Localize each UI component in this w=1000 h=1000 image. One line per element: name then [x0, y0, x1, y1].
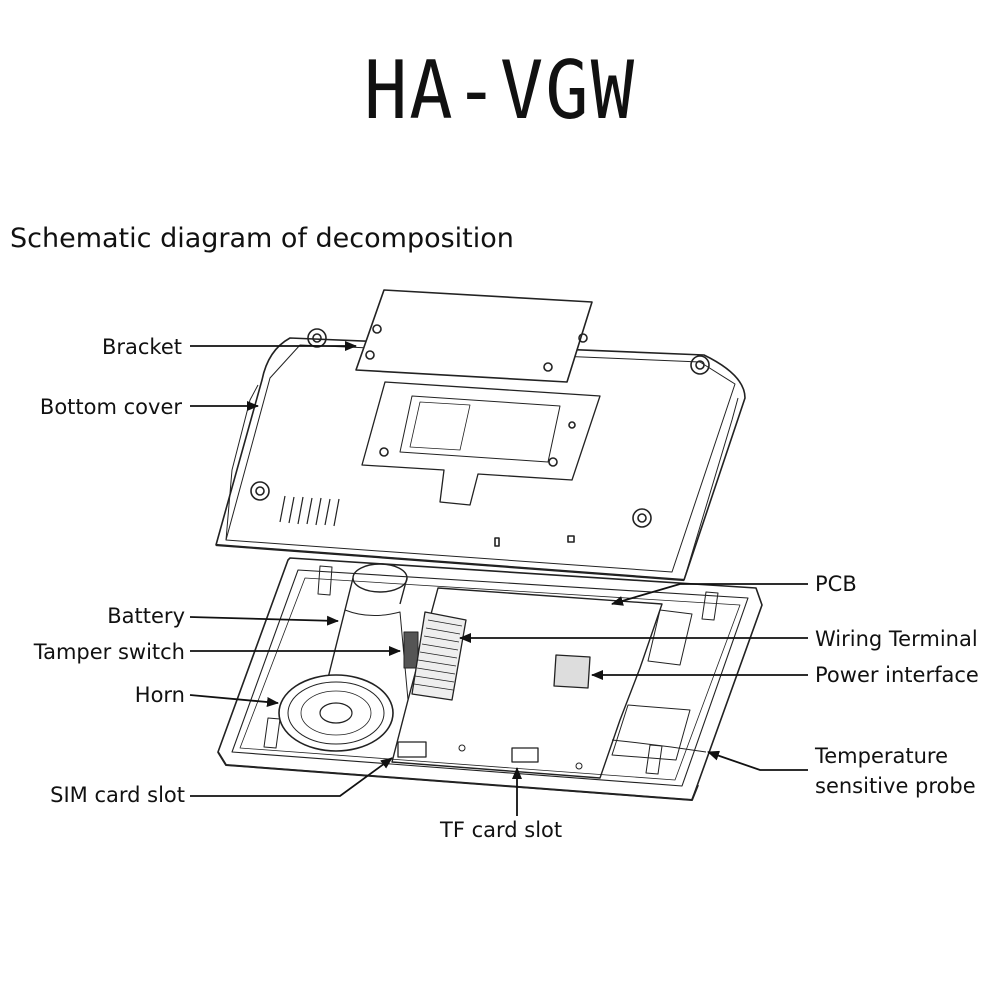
bottom-cover: [215, 328, 746, 582]
page-title: HA-VGW: [363, 42, 637, 138]
label-sim-card-slot: SIM card slot: [50, 783, 185, 807]
label-pcb: PCB: [815, 572, 857, 596]
leader-horn: [189, 694, 279, 707]
bracket: [355, 289, 593, 383]
leader-battery: [189, 615, 339, 626]
label-power-interface: Power interface: [815, 663, 979, 687]
label-horn: Horn: [134, 683, 185, 707]
label-wiring-terminal: Wiring Terminal: [815, 627, 978, 651]
label-bottom-cover: Bottom cover: [39, 395, 182, 419]
label-temperature-probe-line1: Temperature: [815, 744, 949, 768]
leader-sim-card-slot: [190, 757, 393, 797]
label-battery: Battery: [107, 604, 185, 628]
label-tf-card-slot: TF card slot: [440, 818, 563, 842]
diagram-subtitle: Schematic diagram of decomposition: [10, 223, 514, 254]
label-tamper-switch: Tamper switch: [33, 640, 185, 664]
bottom-shell: [217, 557, 763, 801]
label-temperature-probe-line2: sensitive probe: [815, 774, 976, 798]
leader-lines: [189, 341, 808, 816]
label-bracket: Bracket: [101, 335, 182, 359]
leader-temperature-probe: [707, 750, 808, 771]
leader-pcb: [611, 583, 808, 606]
